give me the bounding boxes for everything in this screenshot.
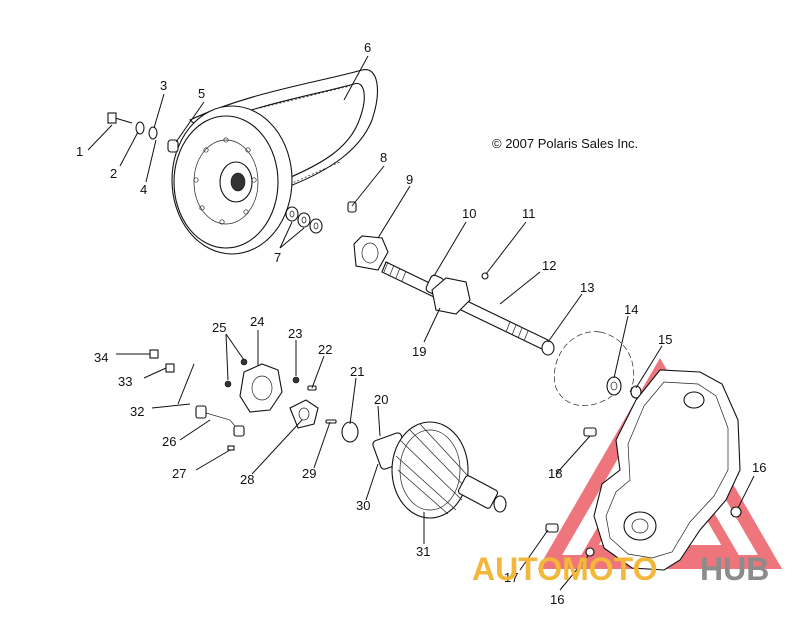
callout-21: 21 [350,364,364,379]
callout-25: 25 [212,320,226,335]
callout-15: 15 [658,332,672,347]
callout-7: 7 [274,250,281,265]
watermark-word-hub: HUB [700,551,769,587]
clutch-bolt-stack [107,112,179,153]
callout-28: 28 [240,472,254,487]
bearing [606,376,642,399]
callout-5: 5 [198,86,205,101]
callout-14: 14 [624,302,638,317]
callout-2: 2 [110,166,117,181]
callout-32: 32 [130,404,144,419]
callout-30: 30 [356,498,370,513]
leader-lines [87,55,755,591]
callout-labels: 1 2 3 4 5 6 7 8 9 10 11 12 13 14 15 16 1… [76,40,766,607]
callout-29: 29 [302,466,316,481]
gearcase-cover [545,369,742,571]
callout-26: 26 [162,434,176,449]
callout-22: 22 [318,342,332,357]
callout-27: 27 [172,466,186,481]
drive-clutch [171,105,293,255]
callout-10: 10 [462,206,476,221]
callout-3: 3 [160,78,167,93]
callout-8: 8 [380,150,387,165]
callout-18: 18 [548,466,562,481]
callout-13: 13 [580,280,594,295]
callout-6: 6 [364,40,371,55]
callout-12: 12 [542,258,556,273]
callout-19: 19 [412,344,426,359]
callout-1: 1 [76,144,83,159]
callout-17: 17 [504,570,518,585]
driven-shaft [381,261,555,356]
watermark-word-auto: AUTOMOTO [472,551,657,587]
sensor-and-brackets [149,349,337,451]
washer-set [285,206,323,234]
callout-4: 4 [140,182,147,197]
callout-33: 33 [118,374,132,389]
callout-11: 11 [522,206,536,221]
callout-31: 31 [416,544,430,559]
callout-16-right: 16 [752,460,766,475]
watermark-text: AUTOMOTO HUB [472,551,769,587]
callout-20: 20 [374,392,388,407]
callout-24: 24 [250,314,264,329]
callout-23: 23 [288,326,302,341]
callout-9: 9 [406,172,413,187]
callout-16-bottom: 16 [550,592,564,607]
bearing-flange [347,201,389,271]
callout-34: 34 [94,350,108,365]
copyright-text: © 2007 Polaris Sales Inc. [492,136,638,151]
cover-gasket [554,331,634,407]
